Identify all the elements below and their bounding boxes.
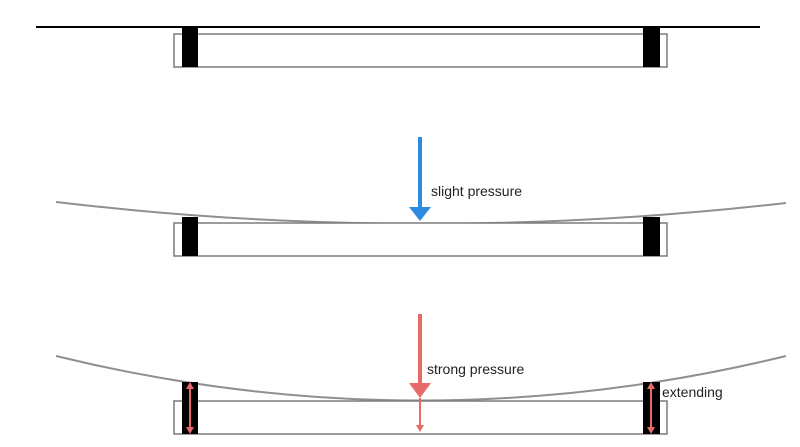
right-post-resting	[643, 28, 660, 67]
left-extension-arrow	[186, 382, 194, 434]
strong-pressure-panel: strong pressure extending	[55, 314, 787, 435]
strong-pressure-arrow	[409, 314, 431, 432]
strong-pressure-label: strong pressure	[427, 361, 524, 377]
slight-pressure-panel: slight pressure	[55, 137, 787, 257]
extending-label: extending	[662, 384, 723, 400]
left-post-resting	[182, 28, 198, 67]
slight-frame	[173, 222, 668, 257]
slight-pressure-arrow	[409, 137, 431, 221]
left-post-slight	[182, 217, 198, 256]
slight-pressure-label: slight pressure	[431, 183, 522, 199]
right-post-slight	[643, 217, 660, 256]
right-extension-arrow	[647, 382, 655, 434]
resting-frame	[173, 33, 668, 68]
resting-panel	[36, 26, 760, 68]
